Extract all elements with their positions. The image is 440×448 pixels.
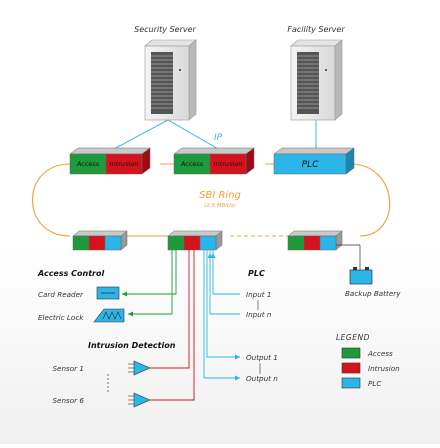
access-control-heading: Access Control [37,269,104,278]
top-module-plc: PLC [273,147,355,175]
plc-io-arrowheads [207,253,240,381]
card-reader-label: Card Reader [38,290,84,299]
battery-icon [349,267,373,285]
ip-label: IP [214,133,223,143]
legend-swatch [341,347,361,359]
electric-lock-icon [93,308,125,323]
security-server: Security Server [134,25,197,121]
access-arrowheads [122,291,133,317]
top-module-1: Access Intrusion [69,147,151,175]
server-icon [144,39,197,121]
legend-label: Intrusion [368,364,400,373]
ring-label: SBI Ring [199,190,241,201]
intrusion-detection-heading: Intrusion Detection [88,341,176,350]
output-n-label: Output n [246,374,278,383]
ring-speed: (2,5 MBit/s) [204,203,236,209]
facility-server-label: Facility Server [287,25,345,34]
bottom-module-left [72,230,128,251]
legend-label: PLC [368,379,381,388]
intrusion-wiring [150,250,195,401]
bottom-module-right [287,230,343,251]
legend-label: Access [367,349,393,358]
legend-swatch [341,377,361,389]
card-reader-icon [96,286,120,300]
legend-swatch [341,362,361,374]
plc-heading: PLC [248,269,265,278]
module-intrusion-label: Intrusion [214,160,243,168]
sensor-icon [128,360,151,376]
electric-lock-label: Electric Lock [38,313,84,322]
module-plc-label: PLC [302,160,319,170]
sensor-1-label: Sensor 1 [53,364,85,373]
module-access-label: Access [76,160,100,168]
sensor-6-label: Sensor 6 [53,396,85,405]
sensor-icon [128,392,151,408]
ip-links [111,119,317,151]
module-access-label: Access [180,160,204,168]
sbi-ring [31,163,391,237]
input-1-label: Input 1 [246,290,271,299]
access-wiring [122,250,177,315]
top-module-2: Access Intrusion [173,147,255,175]
backup-battery-label: Backup Battery [345,289,401,298]
legend-title: LEGEND [336,333,370,342]
input-n-label: Input n [246,310,272,319]
module-intrusion-label: Intrusion [110,160,139,168]
security-server-label: Security Server [134,25,196,34]
server-icon [290,39,343,121]
facility-server: Facility Server [287,25,345,121]
plc-io-wiring [203,250,240,379]
output-1-label: Output 1 [246,353,278,362]
bottom-module-center [167,230,223,251]
